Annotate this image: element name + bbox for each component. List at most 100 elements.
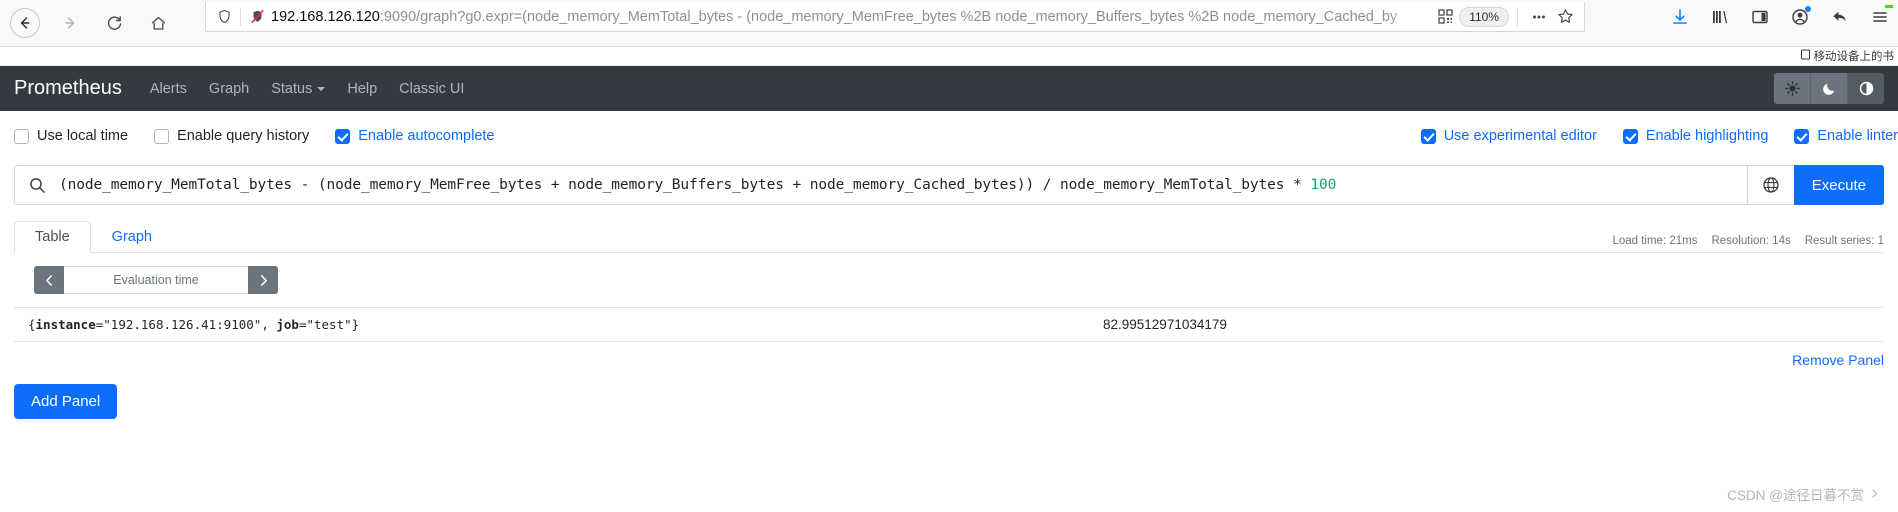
url-host: 192.168.126.120 (271, 8, 380, 25)
query-input[interactable]: (node_memory_MemTotal_bytes - (node_memo… (14, 165, 1747, 205)
load-time: Load time: 21ms (1612, 235, 1698, 247)
add-panel-row: Add Panel (0, 368, 1898, 419)
expression-number: 100 (1310, 177, 1337, 193)
add-panel-button[interactable]: Add Panel (14, 384, 118, 419)
checkbox[interactable] (1622, 128, 1638, 144)
download-icon[interactable] (1668, 5, 1692, 29)
tab-graph[interactable]: Graph (111, 229, 152, 245)
nav-label: Status (271, 80, 313, 97)
expression-text: (node_memory_MemTotal_bytes - (node_memo… (59, 177, 1311, 193)
checkbox[interactable] (1420, 128, 1436, 144)
brand-title[interactable]: Prometheus (14, 77, 122, 99)
option-use-local-time[interactable]: Use local time (14, 128, 128, 144)
account-icon[interactable] (1788, 5, 1812, 29)
shield-icon[interactable] (212, 9, 236, 24)
star-icon[interactable] (1552, 4, 1578, 30)
checkbox[interactable] (335, 128, 351, 144)
option-label: Use experimental editor (1443, 128, 1597, 144)
sidebar-icon[interactable] (1748, 5, 1772, 29)
urlbar-divider (1517, 6, 1518, 27)
checkbox[interactable] (14, 128, 29, 144)
nav-label: Alerts (149, 80, 187, 97)
forward-icon[interactable] (56, 9, 84, 37)
option-enable-highlighting[interactable]: Enable highlighting (1622, 128, 1769, 144)
panel-tabs: Table Graph Load time: 21ms Resolution: … (14, 219, 1884, 253)
option-enable-query-history[interactable]: Enable query history (154, 128, 309, 144)
label-value-job: ="test"} (298, 317, 360, 332)
table-row: {instance="192.168.126.41:9100", job="te… (14, 308, 1884, 342)
url-text[interactable]: 192.168.126.120:9090/graph?g0.expr=(node… (269, 9, 1432, 25)
menu-update-indicator (1885, 5, 1893, 8)
series-value: 82.99512971034179 (1103, 317, 1227, 332)
option-label: Enable query history (177, 128, 310, 144)
chevron-left-icon[interactable] (34, 266, 64, 294)
nav-item-classic-ui[interactable]: Classic UI (399, 81, 464, 97)
half-circle-icon[interactable] (1848, 73, 1884, 104)
evaluation-time-control: Evaluation time (34, 266, 278, 294)
metric-explorer-globe-icon[interactable] (1746, 165, 1794, 205)
option-enable-linter[interactable]: Enable linter (1794, 128, 1898, 144)
chevron-down-icon (317, 86, 326, 91)
result-series: Result series: 1 (1804, 235, 1884, 247)
result-table: {instance="192.168.126.41:9100", job="te… (14, 307, 1884, 342)
ellipsis-icon[interactable] (1526, 4, 1552, 30)
option-label: Enable autocomplete (358, 128, 495, 144)
nav-label: Graph (208, 80, 250, 97)
account-notification-dot (1805, 6, 1811, 12)
sun-icon[interactable] (1774, 73, 1811, 104)
option-enable-autocomplete[interactable]: Enable autocomplete (335, 128, 495, 144)
moon-icon[interactable] (1811, 73, 1848, 104)
label-key-job: job (276, 317, 299, 332)
option-label: Enable linter (1817, 128, 1898, 144)
browser-toolbar-actions (1668, 2, 1893, 32)
chevron-right-icon[interactable] (248, 266, 278, 294)
hamburger-menu-icon[interactable] (1868, 5, 1893, 29)
nav-item-help[interactable]: Help (347, 81, 377, 97)
url-path: :9090/graph?g0.expr=(node_memory_MemTota… (379, 8, 1398, 25)
watermark-text: CSDN @途径日暮不赏 (1727, 488, 1864, 503)
tracking-protection-off-icon[interactable] (245, 9, 269, 24)
nav-item-status[interactable]: Status (271, 80, 326, 97)
bookmarks-bar: 移动设备上的书 (0, 47, 1898, 66)
checkbox[interactable] (1794, 128, 1810, 144)
evaluation-time-input[interactable]: Evaluation time (64, 266, 248, 294)
options-row: Use local time Enable query history Enab… (0, 111, 1898, 157)
zoom-level-badge[interactable]: 110% (1459, 6, 1509, 27)
option-label: Enable highlighting (1645, 128, 1769, 144)
home-icon[interactable] (144, 9, 172, 37)
reload-icon[interactable] (100, 9, 128, 37)
browser-toolbar: 192.168.126.120:9090/graph?g0.expr=(node… (0, 0, 1898, 47)
remove-panel-button[interactable]: Remove Panel (1792, 352, 1884, 368)
url-divider (240, 7, 241, 26)
nav-label: Help (347, 80, 378, 97)
qr-code-icon[interactable] (1438, 9, 1453, 24)
nav-links: Alerts Graph Status Help Classic UI (150, 81, 465, 97)
remove-panel-row: Remove Panel (0, 342, 1898, 368)
search-icon (15, 177, 59, 194)
checkbox[interactable] (154, 128, 170, 144)
options-right-group: Use experimental editor Enable highlight… (1395, 128, 1898, 144)
label-value-instance: ="192.168.126.41:9100", (95, 317, 277, 332)
theme-toggle-group (1774, 73, 1884, 104)
brace-open: { (28, 317, 36, 332)
option-use-experimental-editor[interactable]: Use experimental editor (1420, 128, 1597, 144)
back-arrow-icon[interactable] (1828, 5, 1852, 29)
watermark: CSDN @途径日暮不赏 (1727, 484, 1880, 504)
tab-table[interactable]: Table (14, 221, 91, 253)
query-stats: Load time: 21ms Resolution: 14s Result s… (1612, 235, 1884, 247)
execute-button[interactable]: Execute (1793, 165, 1884, 205)
bookmark-label: 移动设备上的书 (1813, 51, 1895, 63)
navigation-buttons (0, 8, 172, 38)
query-expression[interactable]: (node_memory_MemTotal_bytes - (node_memo… (59, 177, 1336, 193)
nav-item-graph[interactable]: Graph (209, 81, 249, 97)
resolution: Resolution: 14s (1711, 235, 1791, 247)
nav-label: Classic UI (399, 80, 465, 97)
option-label: Use local time (37, 128, 129, 144)
nav-item-alerts[interactable]: Alerts (150, 81, 187, 97)
back-icon[interactable] (10, 8, 40, 38)
address-bar[interactable]: 192.168.126.120:9090/graph?g0.expr=(node… (205, 2, 1585, 32)
library-icon[interactable] (1708, 5, 1732, 29)
prometheus-navbar: Prometheus Alerts Graph Status Help Clas… (0, 66, 1898, 111)
bookmark-item[interactable]: 移动设备上的书 (1800, 48, 1895, 64)
chevron-right-icon (1869, 487, 1880, 502)
